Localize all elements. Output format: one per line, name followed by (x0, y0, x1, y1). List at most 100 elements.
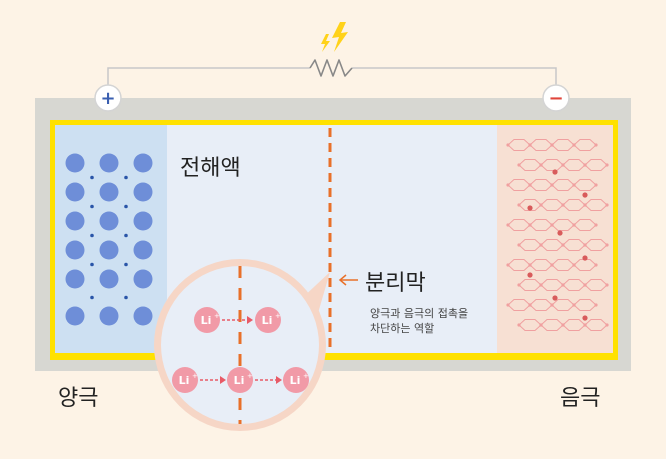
ion-flow-arrow-icon (255, 376, 282, 384)
anode-lattice-node (583, 243, 587, 247)
cathode-atom (65, 182, 85, 202)
anode-lattice-node (517, 203, 521, 207)
cathode-atom (99, 306, 119, 326)
cathode-atom (133, 211, 153, 231)
anode-lattice-node (561, 163, 565, 167)
anode-lattice-node (594, 263, 598, 267)
cathode-ion-dot (124, 233, 128, 238)
cathode-atoms (65, 153, 153, 326)
cathode-atom (65, 269, 85, 289)
anode-lattice-node (528, 263, 532, 267)
anode-lattice-node (583, 203, 587, 207)
li-ion-circle (172, 367, 198, 393)
cathode-atom (133, 153, 153, 173)
li-ion-charge: + (303, 372, 309, 380)
cathode-atom (99, 182, 119, 202)
anode-lattice-node (550, 143, 554, 147)
anode-lattice-node (517, 243, 521, 247)
plus-sign: + (100, 88, 115, 109)
anode-lattice-node (605, 163, 609, 167)
circuit-wire-right (352, 67, 557, 96)
li-ion: Li+ (255, 307, 281, 333)
zoom-magnifier: Li+Li+Li+Li+Li+ (154, 259, 330, 431)
anode-ion-dot (552, 169, 558, 175)
cathode-atom (99, 269, 119, 289)
anode-lattice-node (561, 243, 565, 247)
anode-lattice-node (594, 183, 598, 187)
anode-lattice-node (561, 323, 565, 327)
anode-lattice-node (572, 303, 576, 307)
separator-desc-line2: 차단하는 역할 (370, 321, 434, 335)
anode-lattice-node (594, 223, 598, 227)
anode-lattice-node (550, 303, 554, 307)
cathode-ion-dot (90, 175, 94, 180)
anode-lattice-node (605, 323, 609, 327)
li-ion-label: Li (290, 374, 301, 387)
callout-arrow-head-icon (338, 274, 347, 286)
cathode-ion-dot (124, 204, 128, 209)
li-ion-circle (283, 367, 309, 393)
anode-lattice-node (539, 203, 543, 207)
li-ion-charge: + (247, 372, 253, 380)
cathode-atom (133, 182, 153, 202)
anode-lattice-node (506, 263, 510, 267)
cathode-atom (65, 153, 85, 173)
anode-lattice-node (539, 243, 543, 247)
li-ion: Li+ (227, 367, 253, 393)
li-ion-circle (227, 367, 253, 393)
li-ion: Li+ (283, 367, 309, 393)
li-ion-charge: + (214, 312, 220, 320)
anode-lattice-node (528, 303, 532, 307)
li-ion-circle (194, 307, 220, 333)
anode-lattice-node (506, 303, 510, 307)
anode-lattice-node (506, 223, 510, 227)
anode-lattice-node (605, 283, 609, 287)
cathode-ion-dot (124, 295, 128, 300)
anode-lattice-node (583, 323, 587, 327)
li-ion: Li+ (194, 307, 220, 333)
anode-lattice-node (561, 283, 565, 287)
anode-lattice-node (506, 143, 510, 147)
li-ion-charge: + (192, 372, 198, 380)
anode-lattice-node (517, 163, 521, 167)
plus-terminal-icon: + (94, 84, 122, 112)
minus-terminal-icon: − (542, 84, 570, 112)
li-ion-label: Li (179, 374, 190, 387)
li-ion-label: Li (262, 314, 273, 327)
anode-lattice-node (605, 203, 609, 207)
li-ion-circle (255, 307, 281, 333)
electrolyte-label: 전해액 (180, 156, 241, 181)
anode-lattice-node (550, 223, 554, 227)
cathode-atom (99, 240, 119, 260)
magnifier-lens (161, 266, 319, 424)
cathode-atom (99, 211, 119, 231)
cathode-ion-dot (124, 175, 128, 180)
ion-flow-arrow-icon (222, 316, 253, 324)
separator-label: 분리막 (365, 271, 426, 296)
li-ion-label: Li (201, 314, 212, 327)
anode-lattice-node (594, 143, 598, 147)
separator-callout: 분리막 양극과 음극의 접촉을 차단하는 역할 (338, 271, 468, 335)
cathode-atom (133, 269, 153, 289)
anode-lattice-node (605, 243, 609, 247)
cathode-ion-dot (90, 233, 94, 238)
separator-desc-line1: 양극과 음극의 접촉을 (370, 307, 468, 320)
minus-sign: − (548, 88, 563, 109)
anode-lattice-node (550, 183, 554, 187)
cathode-atom (133, 306, 153, 326)
cathode-ion-dot (90, 295, 94, 300)
cathode-atom (99, 153, 119, 173)
anode-lattice-node (539, 323, 543, 327)
anode-lattice-node (517, 283, 521, 287)
anode-ion-dot (552, 295, 558, 301)
cathode-atom (65, 306, 85, 326)
anode-lattice-node (583, 283, 587, 287)
li-ion: Li+ (172, 367, 198, 393)
anode-lattice-node (572, 223, 576, 227)
anode-lattice-node (528, 183, 532, 187)
cathode-label: 양극 (58, 386, 98, 411)
anode-ion-dot (527, 205, 533, 211)
cathode-atom (133, 240, 153, 260)
anode-lattice-node (594, 303, 598, 307)
